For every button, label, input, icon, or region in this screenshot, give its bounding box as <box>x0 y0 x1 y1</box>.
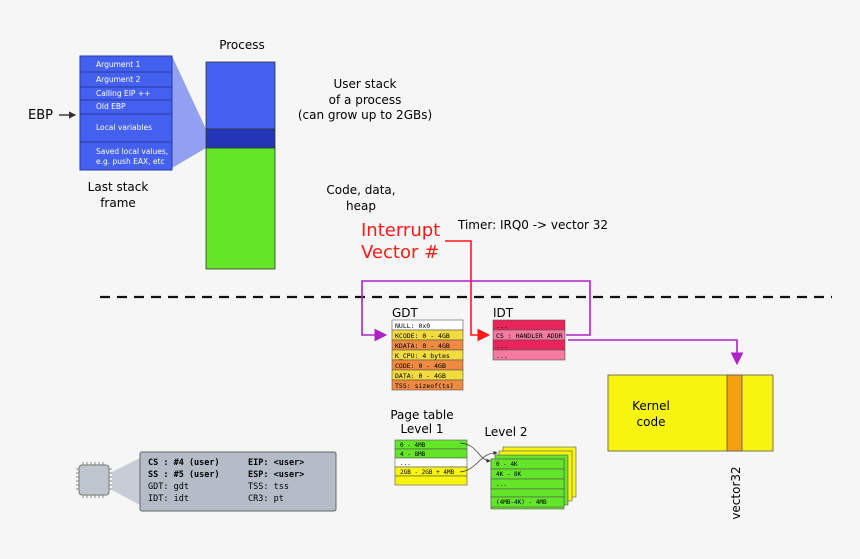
pt2-row: 0 - 4K <box>496 461 518 468</box>
page-table-level1-title: Level 1 <box>400 422 443 436</box>
vector32-label: vector32 <box>729 466 743 519</box>
cpu-reg-gdt: GDT: gdt <box>148 482 189 492</box>
cpu-reg-eip: EIP: <user> <box>248 458 304 468</box>
cpu-registers-left: CS : #4 (user) SS : #5 (user) GDT: gdt I… <box>148 458 220 504</box>
interrupt-to-idt-arrow <box>445 240 491 342</box>
gdt-row: TSS: sizeof(ts) <box>395 382 454 390</box>
user-stack-label-3: (can grow up to 2GBs) <box>298 108 432 122</box>
pt2-row: 4K - 8K <box>496 471 522 478</box>
kernel-code-label-2: code <box>637 415 666 429</box>
pt-link-arrow <box>459 450 498 473</box>
interrupt-label: Interrupt <box>361 220 440 241</box>
pt2-row: ... <box>496 481 507 488</box>
code-data-heap-label: Code, data, <box>326 183 395 197</box>
stack-row-old-ebp: Old EBP <box>96 102 126 111</box>
cpu-callout-pointer <box>112 458 140 505</box>
user-stack-label: User stack <box>333 77 396 91</box>
cpu-registers-panel <box>139 451 337 512</box>
gdt-table: NULL: 0x0 KCODE: 0 - 4GB KDATA: 0 - 4GB … <box>391 319 464 391</box>
stack-zoom-projection <box>172 56 206 168</box>
cpu-reg-ss: SS : #5 (user) <box>148 470 220 480</box>
level2-title: Level 2 <box>484 425 527 439</box>
stack-row-calling-eip: Calling EIP ++ <box>96 89 150 98</box>
pt2-row: (4MB-4K) - 4MB <box>496 499 547 506</box>
process-memory <box>205 61 276 270</box>
idt-row: CS : HANDLER ADDR <box>496 332 563 340</box>
gdt-row: NULL: 0x0 <box>395 322 430 330</box>
page-table-level1: 0 - 4MB 4 - 8MB ... 2GB - 2GB + 4MB <box>394 439 468 486</box>
pt-link-arrow <box>459 442 491 463</box>
process-title: Process <box>219 38 265 52</box>
code-data-heap-label-2: heap <box>346 199 376 213</box>
pt1-row: 2GB - 2GB + 4MB <box>400 469 455 476</box>
stack-row-argument2: Argument 2 <box>96 75 141 84</box>
stack-row-argument1: Argument 1 <box>96 60 141 69</box>
page-table-level2: 0 - 4K 4K - 8K ... (4MB-4K) - 4MB <box>490 458 565 508</box>
cpu-registers-right: EIP: <user> ESP: <user> TSS: tss CR3: pt <box>248 458 304 504</box>
stack-frame: Argument 1 Argument 2 Calling EIP ++ Old… <box>79 55 173 171</box>
gdt-row: CODE: 0 - 4GB <box>395 362 446 370</box>
idt-row: ... <box>496 342 508 350</box>
pt1-row: 4 - 8MB <box>400 451 426 458</box>
stack-caption-2: frame <box>100 196 136 210</box>
pt1-row: 0 - 4MB <box>400 442 426 449</box>
kernel-code-block <box>607 374 774 452</box>
interrupt-label-2: Vector # <box>361 242 439 263</box>
idt-to-gdt-arrow <box>361 280 591 342</box>
gdt-row: KCODE: 0 - 4GB <box>395 332 450 340</box>
cpu-chip-icon <box>76 462 112 498</box>
idt-row: ... <box>496 352 508 360</box>
cpu-reg-cr3: CR3: pt <box>248 494 284 504</box>
gdt-row: K_CPU: 4 bytes <box>395 352 450 360</box>
idt-row: ... <box>496 322 508 330</box>
idt-table: ... CS : HANDLER ADDR ... ... <box>492 319 566 361</box>
cpu-reg-cs: CS : #4 (user) <box>148 458 220 468</box>
user-stack-label-2: of a process <box>329 93 402 107</box>
gdt-row: DATA: 0 - 4GB <box>395 372 446 380</box>
stack-row-saved-values: Saved local values, <box>96 147 168 156</box>
pt1-row: ... <box>400 460 411 467</box>
cpu-reg-idt: IDT: idt <box>148 494 189 504</box>
cpu-reg-tss: TSS: tss <box>248 482 289 492</box>
gdt-title: GDT <box>392 306 419 320</box>
gdt-row: KDATA: 0 - 4GB <box>395 342 450 350</box>
idt-title: IDT <box>493 306 514 320</box>
timer-label: Timer: IRQ0 -> vector 32 <box>457 218 608 232</box>
ebp-label: EBP <box>28 108 53 123</box>
kernel-code-label: Kernel <box>632 399 670 413</box>
stack-row-saved-values-example: e.g. push EAX, etc <box>96 157 165 166</box>
idt-to-vector32-arrow <box>568 339 744 366</box>
stack-row-local-variables: Local variables <box>96 123 152 132</box>
page-table-title: Page table <box>390 408 453 422</box>
cpu-reg-esp: ESP: <user> <box>248 470 304 480</box>
stack-caption: Last stack <box>88 180 149 194</box>
